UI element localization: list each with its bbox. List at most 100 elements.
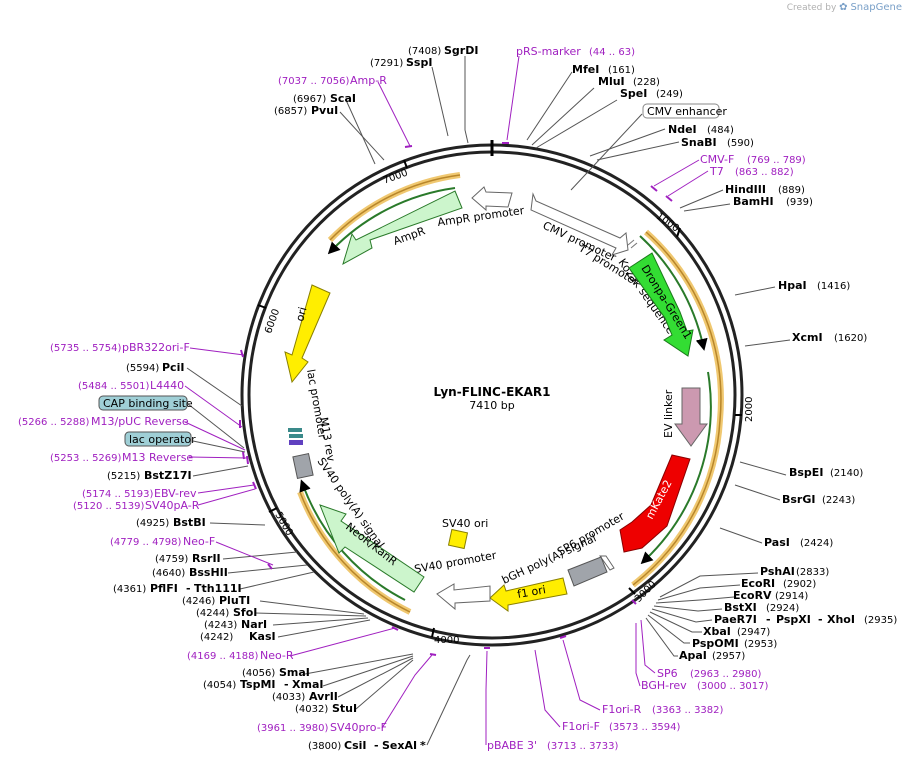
svg-text:7000: 7000 xyxy=(382,168,410,187)
snapgene-credit: Created by ✿ SnapGene xyxy=(787,2,902,13)
cap-binding-box xyxy=(98,395,188,411)
hpai-pos: (1416) xyxy=(817,281,850,292)
bspei-name: BspEI xyxy=(789,466,823,479)
xhoi-name: XhoI xyxy=(827,613,855,626)
f1-ori-label: f1 ori xyxy=(516,583,547,601)
f1ori-r-range: (3363 .. 3382) xyxy=(652,705,724,716)
svg-text:6000: 6000 xyxy=(263,308,282,336)
sv40-promoter-arrow xyxy=(436,583,491,611)
tspmi-sep: - xyxy=(284,678,289,691)
tspmi-pos: (4054) xyxy=(203,680,236,691)
mlui-pos: (228) xyxy=(633,77,660,88)
sv40pa-r-name: SV40pA-R xyxy=(145,499,200,512)
orf-band-amp-core xyxy=(329,174,461,241)
bstxi-name: BstXI xyxy=(724,601,757,614)
neo-r-range: (4169 .. 4188) xyxy=(187,651,259,662)
pcii-name: PciI xyxy=(162,361,184,374)
ampr-promoter-arrow xyxy=(471,186,513,212)
mlui-name: MluI xyxy=(598,75,625,88)
prs-marker-range: (44 .. 63) xyxy=(589,47,635,58)
spei-pos: (249) xyxy=(656,89,683,100)
tspmi-name: TspMI xyxy=(240,678,276,691)
svg-text:1000: 1000 xyxy=(654,211,681,235)
dronpa-arrow xyxy=(628,252,694,357)
rsrii-name: RsrII xyxy=(192,552,221,565)
bspei-pos: (2140) xyxy=(830,468,863,479)
smai-name: SmaI xyxy=(279,666,310,679)
m13-puc-rev-name: M13/pUC Reverse xyxy=(91,415,189,428)
kasi-pos: (4242) xyxy=(200,632,233,643)
tick-1000: 1000 xyxy=(654,211,681,238)
sgrdi-pos: (7408) xyxy=(408,46,441,57)
mfei-name: MfeI xyxy=(572,63,599,76)
f1ori-f-name: F1ori-F xyxy=(562,720,600,733)
neo-f-range: (4779 .. 4798) xyxy=(110,537,182,548)
mkate2-arrow xyxy=(619,454,691,553)
f1ori-r-name: F1ori-R xyxy=(602,703,642,716)
orf-band-neo-core xyxy=(299,491,411,613)
t7-primer-name: T7 xyxy=(709,165,724,178)
sgrdi-name: SgrDI xyxy=(444,44,478,57)
sv40pa-r-range: (5120 .. 5139) xyxy=(73,501,145,512)
ndei-name: NdeI xyxy=(668,123,697,136)
leaders xyxy=(184,55,791,746)
hindiii-pos: (889) xyxy=(778,185,805,196)
ebv-rev-range: (5174 .. 5193) xyxy=(82,489,154,500)
amp-r-range: (7037 .. 7056) xyxy=(278,76,350,87)
credit-brand: SnapGene xyxy=(850,2,902,13)
paer7i-sep2: - xyxy=(818,613,823,626)
pasi-name: PasI xyxy=(764,536,790,549)
pbr322ori-f-name: pBR322ori-F xyxy=(122,341,190,354)
orf-arrow-amp xyxy=(327,187,456,255)
sv40-ori-label: SV40 ori xyxy=(442,517,488,530)
csii-sep: - xyxy=(374,739,379,752)
xbai-pos: (2947) xyxy=(737,627,770,638)
csii-pos: (3800) xyxy=(308,741,341,752)
ecori-name: EcoRI xyxy=(741,577,775,590)
cmv-promoter-arrow xyxy=(530,192,629,256)
f1ori-f-range: (3573 .. 3594) xyxy=(609,722,681,733)
stui-name: StuI xyxy=(332,702,357,715)
l4440-range: (5484 .. 5501) xyxy=(78,381,150,392)
pvui-name: PvuI xyxy=(311,104,338,117)
hpai-name: HpaI xyxy=(778,279,807,292)
t7-primer-range: (863 .. 882) xyxy=(735,167,794,178)
kasi-name: KasI xyxy=(249,630,276,643)
paer7i-name: PaeR7I xyxy=(714,613,757,626)
cap-binding-label: CAP binding site xyxy=(103,397,193,410)
apai-name: ApaI xyxy=(679,649,707,662)
svg-text:2000: 2000 xyxy=(744,397,755,422)
smai-pos: (4056) xyxy=(242,668,275,679)
lac-element-1 xyxy=(288,428,302,432)
neo-f-name: Neo-F xyxy=(183,535,215,548)
sspi-name: SspI xyxy=(406,56,432,69)
bgh-rev-range: (3000 .. 3017) xyxy=(697,681,769,692)
bgh-polya-box xyxy=(567,556,608,587)
paer7i-pos: (2935) xyxy=(864,615,897,626)
sv40pro-f-range: (3961 .. 3980) xyxy=(257,723,329,734)
cmv-f-range: (769 .. 789) xyxy=(747,155,806,166)
pasi-pos: (2424) xyxy=(800,538,833,549)
pluti-name: PluTI xyxy=(219,594,250,607)
m13-rev-name: M13 Reverse xyxy=(122,451,193,464)
cmv-enhancer-box xyxy=(642,103,720,119)
svg-text:4000: 4000 xyxy=(434,635,459,646)
avrii-name: AvrII xyxy=(309,690,338,703)
lac-operator-label: lac operator xyxy=(129,433,196,446)
orf-band-right-core xyxy=(632,231,722,586)
pluti-pos: (4246) xyxy=(182,596,215,607)
tick-4000: 4000 xyxy=(431,627,459,646)
mfei-pos: (161) xyxy=(608,65,635,76)
bstz17i-pos: (5215) xyxy=(107,471,140,482)
xbai-name: XbaI xyxy=(703,625,731,638)
bamhi-pos: (939) xyxy=(786,197,813,208)
lac-element-3 xyxy=(289,440,303,445)
pflfi-name: PflFI xyxy=(150,582,178,595)
hindiii-name: HindIII xyxy=(725,183,766,196)
pspomi-pos: (2953) xyxy=(744,639,777,650)
ecorv-name: EcoRV xyxy=(733,589,772,602)
lac-promoter-label: lac promoter xyxy=(304,368,329,440)
scai-pos: (6967) xyxy=(293,94,326,105)
stui-pos: (4032) xyxy=(295,704,328,715)
sp6-primer-range: (2963 .. 2980) xyxy=(690,669,762,680)
